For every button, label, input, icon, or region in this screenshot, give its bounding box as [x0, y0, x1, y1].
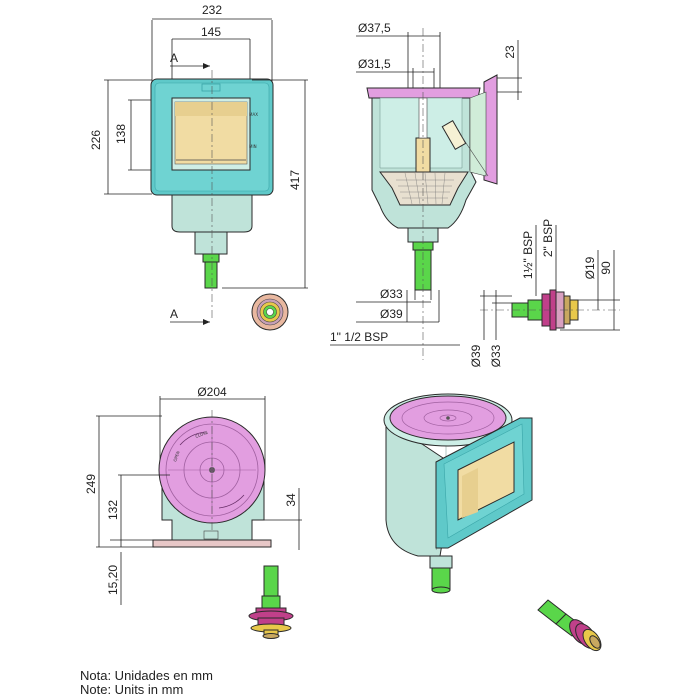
- dim-132: 132: [106, 500, 120, 520]
- front-body: [171, 194, 253, 233]
- dim-145: 145: [201, 25, 221, 39]
- fitting-3d-iso: [537, 599, 602, 652]
- section-mark-bottom: A: [170, 307, 178, 321]
- dim-226: 226: [89, 130, 103, 150]
- dim-d204: Ø204: [197, 385, 227, 399]
- flap: [441, 120, 467, 150]
- front-view: 232 145 A 226 138 MAX MIN: [89, 3, 308, 331]
- dim-2-bsp: 2" BSP: [541, 219, 555, 257]
- dim-23: 23: [503, 45, 517, 59]
- note-spanish: Nota: Unidades en mm: [80, 668, 213, 683]
- lid-text-open: OPEN: [172, 450, 180, 462]
- side-section-view: Ø37,5 Ø31,5 23: [330, 21, 522, 360]
- label-max: MAX: [249, 112, 258, 117]
- section-mark-top: A: [170, 51, 178, 65]
- dim-249: 249: [84, 474, 98, 494]
- dim-fit-d33: Ø33: [489, 344, 503, 367]
- top-view: Ø204 CLOSE OPEN 249 132 34 15,20: [84, 385, 302, 605]
- dim-1-5-bsp: 1½" BSP: [521, 231, 535, 279]
- dim-34: 34: [284, 493, 298, 507]
- dim-138: 138: [114, 124, 128, 144]
- fitting-end-view: [251, 293, 289, 331]
- dim-417: 417: [288, 170, 302, 190]
- dim-d39: Ø39: [380, 307, 403, 321]
- dim-d19: Ø19: [583, 256, 597, 279]
- top-flange: [152, 539, 272, 548]
- dim-d37-5: Ø37,5: [358, 21, 391, 35]
- isometric-view: [383, 393, 533, 594]
- basket: [379, 171, 469, 206]
- dim-90: 90: [599, 261, 613, 275]
- dim-d31-5: Ø31,5: [358, 57, 391, 71]
- lid-text-close: CLOSE: [195, 430, 209, 439]
- dim-fit-d39: Ø39: [469, 344, 483, 367]
- label-min: MIN: [249, 144, 257, 149]
- dim-15-20: 15,20: [106, 565, 120, 595]
- dim-d33: Ø33: [380, 287, 403, 301]
- front-fitting: [202, 253, 220, 263]
- note-english: Note: Units in mm: [80, 682, 184, 697]
- dim-bsp: 1" 1/2 BSP: [330, 330, 388, 344]
- fitting-3d-small: [248, 565, 294, 639]
- dim-232: 232: [202, 3, 222, 17]
- fitting-detail-view: 1½" BSP 2" BSP Ø19 90 Ø39 Ø33: [469, 219, 620, 367]
